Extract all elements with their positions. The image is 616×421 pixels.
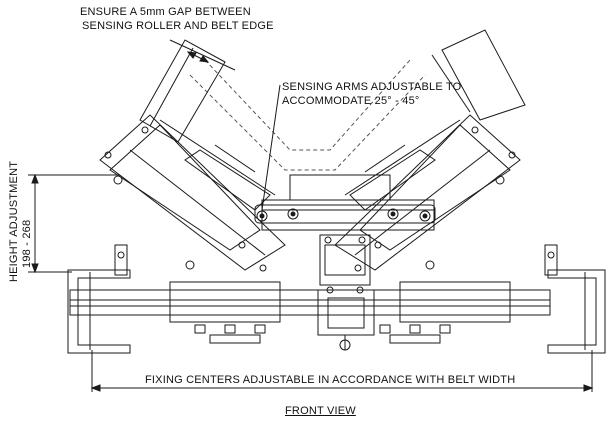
gap-note-line1: ENSURE A 5mm GAP BETWEEN — [80, 6, 251, 18]
belt-outline — [189, 59, 426, 171]
center-bracket — [261, 174, 435, 231]
right-foot-channel — [544, 244, 606, 354]
left-sensing-roller — [139, 39, 226, 143]
fixing-centers-label: FIXING CENTERS ADJUSTABLE IN ACCORDANCE … — [143, 374, 518, 386]
pivot-bar — [254, 204, 436, 224]
height-adjustment-label: HEIGHT ADJUSTMENT — [8, 160, 20, 282]
left-idler-frame — [184, 144, 271, 211]
fixing-centers-dimension — [90, 350, 594, 392]
gap-dimension — [169, 39, 236, 71]
bolt-circles — [104, 126, 516, 294]
cross-beam — [69, 281, 551, 323]
right-sensing-roller — [431, 29, 526, 121]
left-foot-channel — [67, 244, 131, 354]
view-title: FRONT VIEW — [285, 405, 356, 417]
arms-note-line1: SENSING ARMS ADJUSTABLE TO — [282, 81, 462, 93]
bottom-bolts — [194, 324, 451, 344]
gap-note-line2: SENSING ROLLER AND BELT EDGE — [82, 20, 274, 32]
height-dimension — [28, 173, 120, 274]
height-range-label: 198 - 268 — [21, 219, 33, 268]
arms-leader — [261, 84, 281, 211]
arms-note-line2: ACCOMMODATE 25° - 45° — [282, 95, 420, 107]
center-housing — [317, 234, 375, 351]
right-arm-frame — [334, 114, 521, 271]
left-arm-frame — [99, 114, 286, 271]
